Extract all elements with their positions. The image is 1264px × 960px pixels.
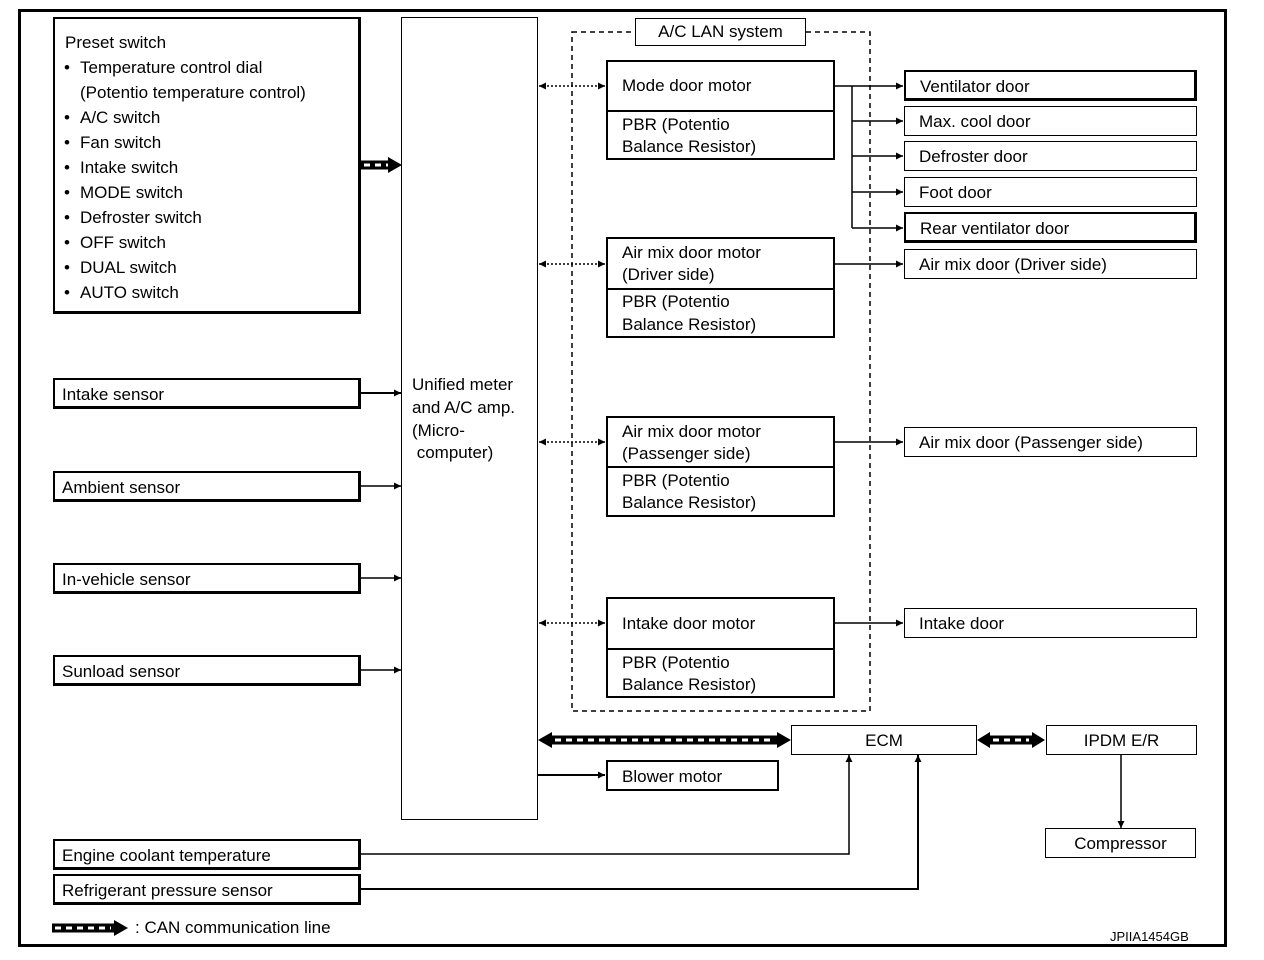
refrigerant-sensor-label: Refrigerant pressure sensor [62,881,273,900]
ecm-label: ECM [865,731,903,750]
coolant-ecm-line [361,755,853,855]
can-line-amp-ecm [538,732,791,748]
ventilator-door-box: Ventilator door [904,70,1197,101]
sunload-sensor-label: Sunload sensor [62,662,181,681]
refrigerant-ecm-line [361,755,922,890]
foot-door-box: Foot door [904,177,1197,207]
blower-motor-box: Blower motor [606,760,779,791]
preset-item: AUTO switch [64,282,179,304]
coolant-sensor-label: Engine coolant temperature [62,846,271,865]
sunload-sensor-box: Sunload sensor [53,655,361,686]
diagram-frame [18,9,1227,947]
preset-item: Intake switch [64,157,178,179]
pbr-label: Balance Resistor) [622,675,757,694]
in-vehicle-sensor-label: In-vehicle sensor [62,570,191,589]
lan-title: A/C LAN system [658,22,783,41]
in-vehicle-sensor-box: In-vehicle sensor [53,563,361,594]
can-line-preset [361,157,402,173]
preset-item: DUAL switch [64,257,177,279]
intake-door-motor-box: Intake door motor PBR (Potentio Balance … [606,597,835,698]
mode-door-motor-label: Mode door motor [622,76,752,95]
compressor-label: Compressor [1074,834,1167,853]
pbr-label: Balance Resistor) [622,493,757,512]
pbr-label: PBR (Potentio [622,292,730,311]
air-mix-passenger-door-label: Air mix door (Passenger side) [919,433,1143,452]
intake-door-motor-label: Intake door motor [622,614,756,633]
figure-id: JPIIA1454GB [1110,929,1189,944]
mode-door-motor-box: Mode door motor PBR (Potentio Balance Re… [606,60,835,160]
pbr-label: Balance Resistor) [622,315,757,334]
can-legend-label: : CAN communication line [135,918,331,937]
air-mix-driver-door-label: Air mix door (Driver side) [919,255,1107,274]
preset-switch-box: Preset switch Temperature control dial (… [53,17,361,314]
air-mix-driver-door-box: Air mix door (Driver side) [904,249,1197,279]
mode-door-branches [835,82,903,232]
coolant-sensor-box: Engine coolant temperature [53,839,361,870]
ac-amp-box: Unified meter and A/C amp. (Micro- compu… [401,17,538,820]
intake-sensor-box: Intake sensor [53,378,361,409]
can-legend-line [52,920,128,936]
air-mix-passenger-motor-label: (Passenger side) [622,444,751,463]
pbr-label: PBR (Potentio [622,653,730,672]
foot-door-label: Foot door [919,183,992,202]
preset-item: Fan switch [64,132,161,154]
ambient-sensor-box: Ambient sensor [53,471,361,502]
intake-door-label: Intake door [919,614,1005,633]
amp-label-line: and A/C amp. [412,398,516,417]
intake-sensor-label: Intake sensor [62,385,165,404]
defroster-door-label: Defroster door [919,147,1028,166]
pbr-label: Balance Resistor) [622,137,757,156]
blower-motor-label: Blower motor [622,767,723,786]
defroster-door-box: Defroster door [904,141,1197,171]
air-mix-passenger-motor-box: Air mix door motor (Passenger side) PBR … [606,416,835,517]
preset-switch-title: Preset switch [65,33,167,52]
max-cool-door-label: Max. cool door [919,112,1031,131]
amp-label-line: computer) [412,443,494,462]
intake-door-box: Intake door [904,608,1197,638]
air-mix-driver-motor-label: Air mix door motor [622,243,761,262]
amp-label-line: Unified meter [412,375,514,394]
preset-item: A/C switch [64,107,160,129]
pbr-label: PBR (Potentio [622,115,730,134]
max-cool-door-box: Max. cool door [904,106,1197,136]
compressor-box: Compressor [1045,828,1196,858]
preset-item: (Potentio temperature control) [80,83,306,102]
air-mix-driver-motor-label: (Driver side) [622,265,715,284]
ambient-sensor-label: Ambient sensor [62,478,181,497]
ecm-box: ECM [791,725,977,755]
pbr-label: PBR (Potentio [622,471,730,490]
preset-item: Defroster switch [64,207,202,229]
air-mix-passenger-motor-label: Air mix door motor [622,422,761,441]
ipdm-label: IPDM E/R [1083,731,1160,750]
rear-ventilator-door-label: Rear ventilator door [920,219,1070,238]
air-mix-driver-motor-box: Air mix door motor (Driver side) PBR (Po… [606,237,835,338]
preset-item: MODE switch [64,182,183,204]
rear-ventilator-door-box: Rear ventilator door [904,212,1197,243]
preset-item: OFF switch [64,232,166,254]
air-mix-passenger-door-box: Air mix door (Passenger side) [904,427,1197,457]
preset-item: Temperature control dial [64,57,262,79]
ventilator-door-label: Ventilator door [920,77,1030,96]
amp-label-line: (Micro- [412,421,465,440]
lan-title-box: A/C LAN system [635,18,806,46]
ipdm-box: IPDM E/R [1046,725,1197,755]
can-line-ecm-ipdm [977,732,1045,748]
refrigerant-sensor-box: Refrigerant pressure sensor [53,874,361,905]
